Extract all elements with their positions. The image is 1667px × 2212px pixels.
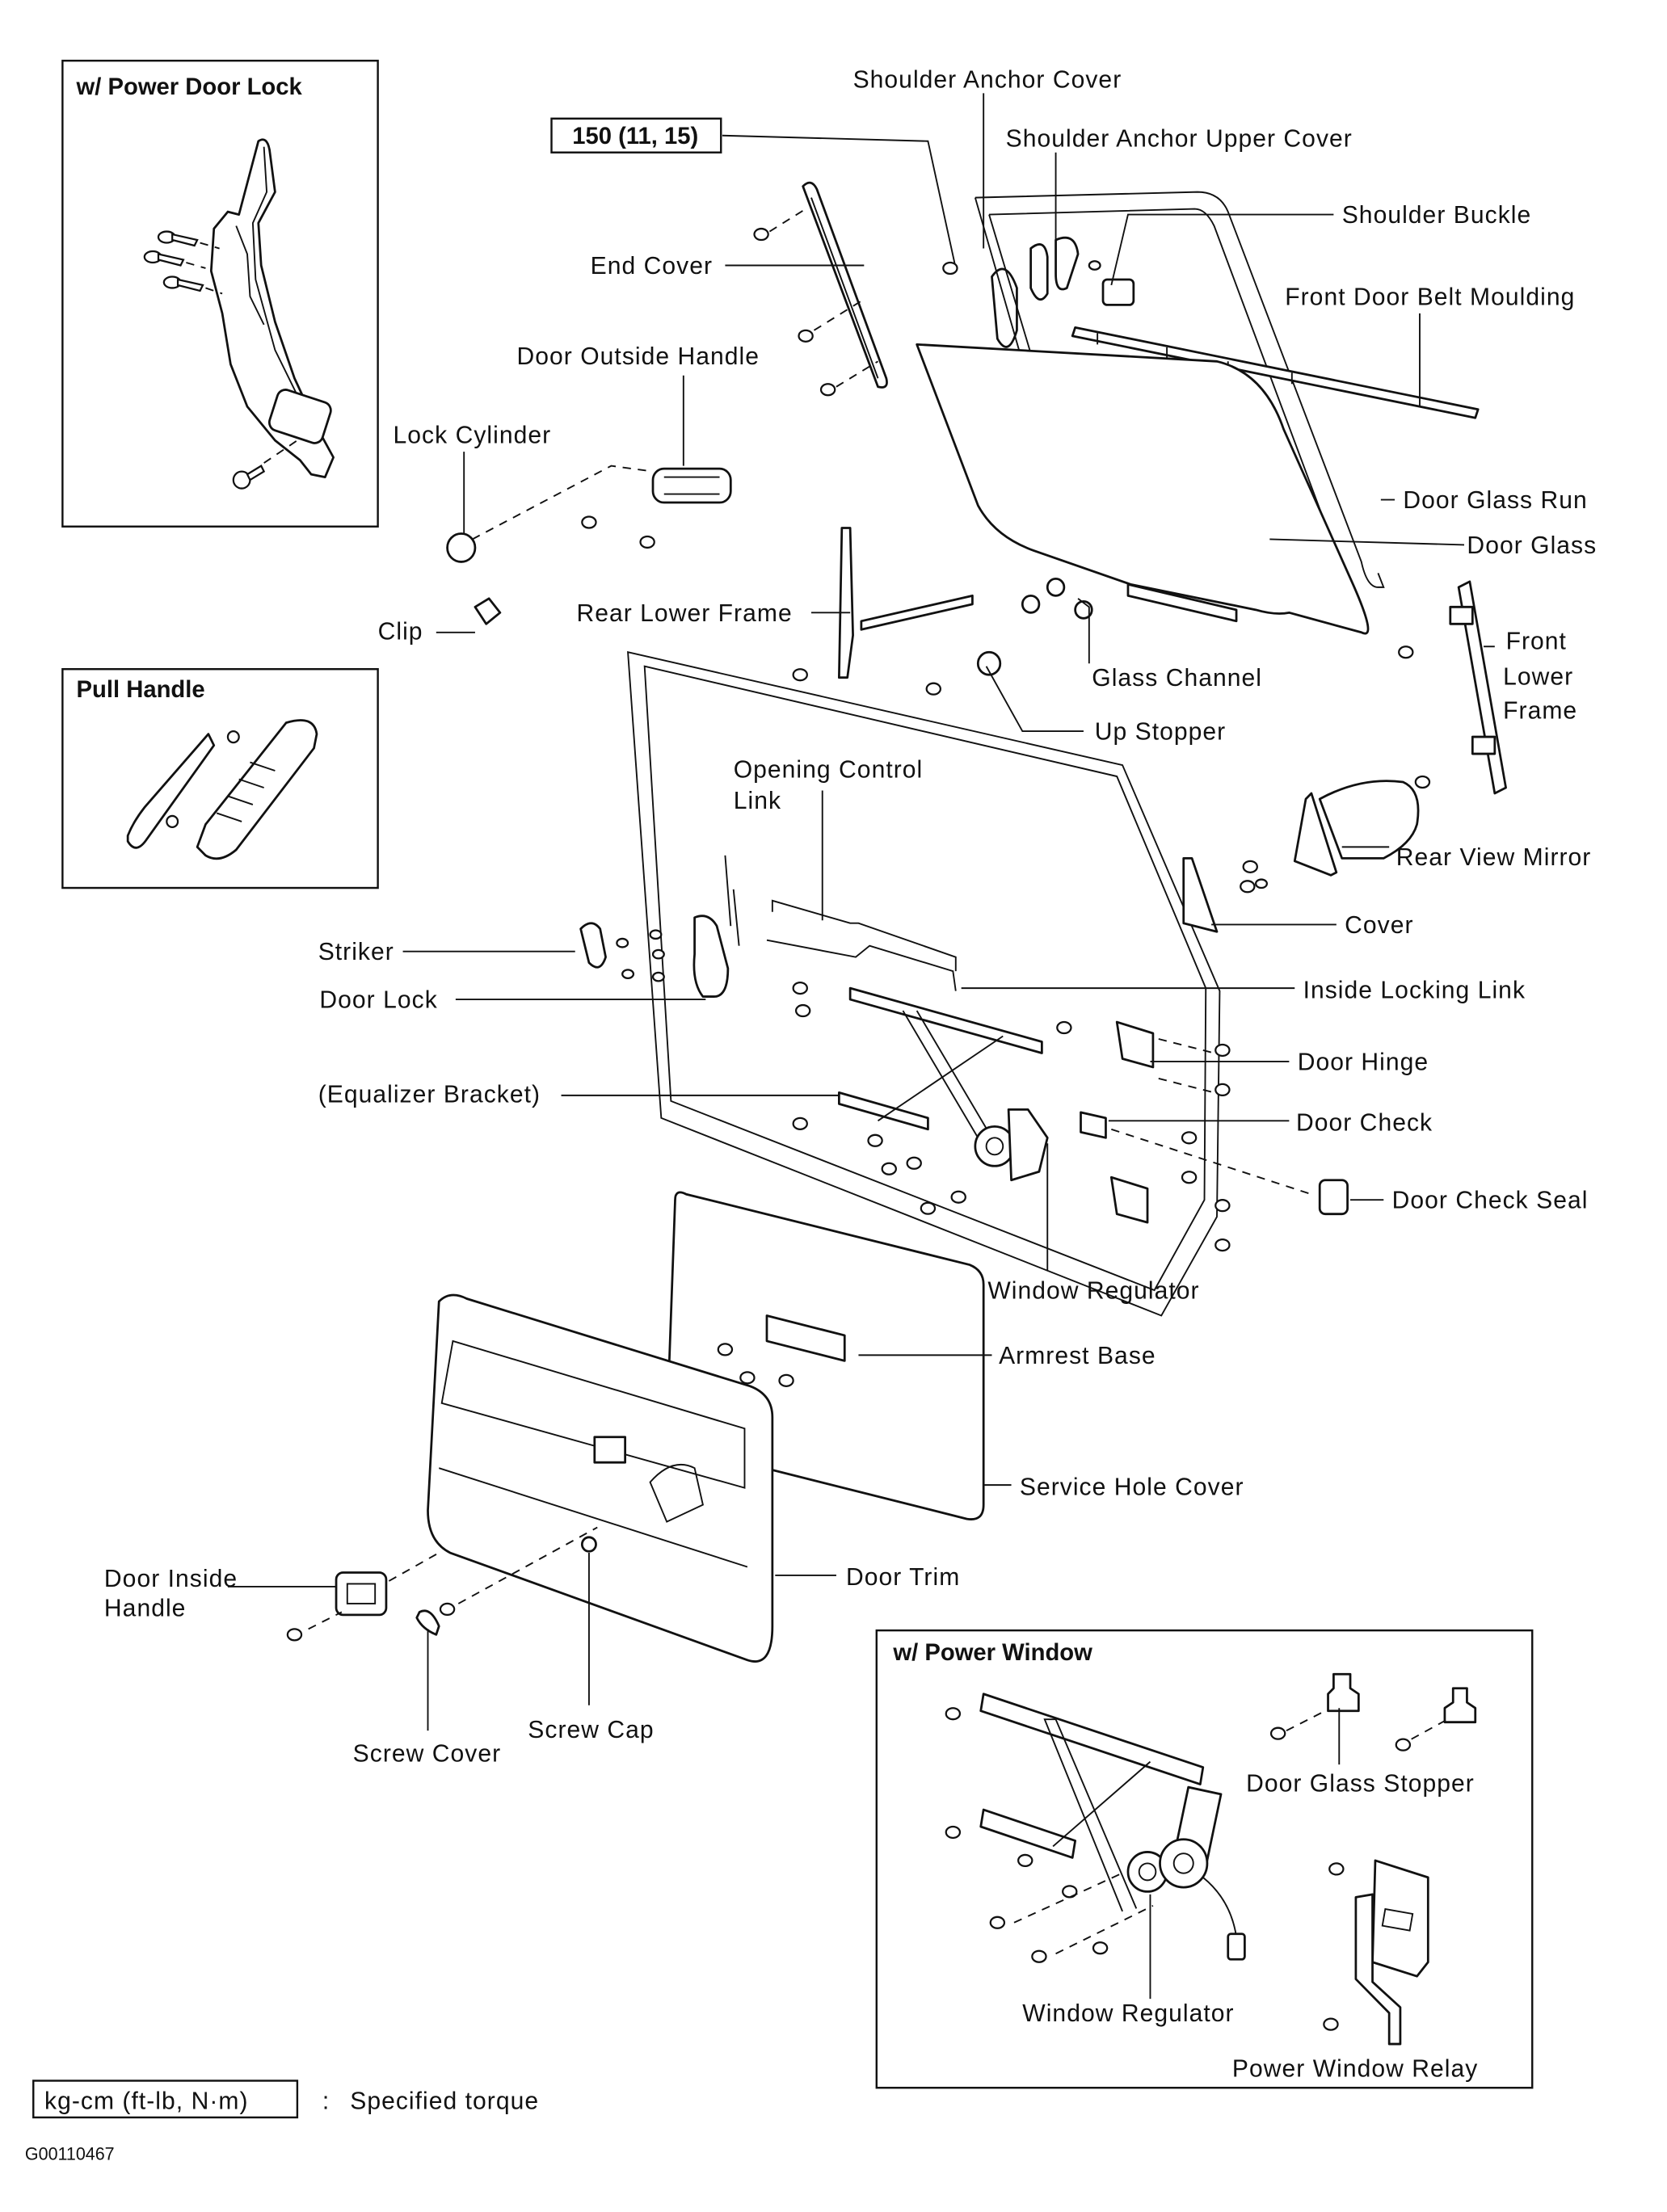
torque-spec-callout: 150 (11, 15) [550,117,957,269]
legend-units: kg-cm (ft-lb, N·m) [44,2088,249,2114]
label-service-hole-cover: Service Hole Cover [1020,1474,1244,1500]
striker [579,922,607,969]
label-screw-cap: Screw Cap [528,1717,654,1743]
rear-view-mirror [1182,780,1420,933]
glass-channel [1126,582,1238,623]
front-lower-frame [1398,580,1507,795]
power-door-lock-actuator [209,138,335,478]
label-rear-view-mirror: Rear View Mirror [1396,844,1592,871]
screw-cap [580,1536,597,1553]
door-check [1080,1111,1107,1139]
door-inside-handle [335,1571,388,1617]
part-labels: Shoulder Anchor Cover Shoulder Anchor Up… [104,66,1597,1768]
armrest-base [717,1314,846,1387]
up-stopper [976,650,1002,676]
label-glass-channel: Glass Channel [1092,665,1262,692]
pull-handle-bracket [196,719,318,860]
inset-frame [61,59,379,528]
legend-separator: : [322,2088,330,2114]
rear-lower-frame [792,527,974,682]
label-door-glass-run: Door Glass Run [1403,487,1587,514]
legend-text: Specified torque [350,2088,539,2114]
door-hinge-lower [1109,1175,1149,1224]
screw-cover [415,1609,440,1636]
shoulder-anchor-parts [942,236,1135,348]
glass-channel-group [925,577,1238,696]
label-clip: Clip [378,618,423,645]
door-check-seal [1318,1179,1349,1216]
inset-title: w/ Power Door Lock [76,74,303,100]
door-hinge-upper [1115,1020,1155,1069]
label-front-lower-frame-3: Frame [1503,697,1577,724]
legend-units-box [32,2080,299,2119]
label-door-glass-stopper: Door Glass Stopper [1246,1770,1475,1797]
label-door-trim: Door Trim [846,1564,960,1591]
window-regulator [792,981,1072,1215]
door-inside-handle-group [286,1526,598,1642]
inset-title: Pull Handle [77,676,205,703]
label-door-check-seal: Door Check Seal [1392,1187,1589,1213]
label-door-glass: Door Glass [1467,532,1597,559]
clip [474,597,502,625]
inset-frame [61,667,379,889]
label-power-window-relay: Power Window Relay [1232,2055,1478,2082]
label-cover: Cover [1345,912,1413,939]
label-door-outside-handle: Door Outside Handle [517,343,760,370]
label-rear-lower-frame: Rear Lower Frame [576,600,792,627]
label-armrest-base: Armrest Base [999,1343,1156,1369]
screw-set [143,230,298,490]
label-lock-cylinder: Lock Cylinder [394,422,552,448]
opening-control-link [771,899,957,972]
door-trim [427,1293,774,1663]
door-glass-stopper-parts [945,1672,1477,2031]
label-window-regulator-pw: Window Regulator [1022,2000,1234,2027]
door-glass [916,343,1370,635]
label-end-cover: End Cover [591,253,713,280]
label-window-regulator: Window Regulator [987,1277,1199,1304]
door-hinge-group [1080,1020,1349,1252]
door-lock [692,915,730,998]
torque-spec-box [550,117,722,153]
door-lock-group [579,855,957,998]
torque-spec-value: 150 (11, 15) [572,123,698,149]
label-inside-locking-link: Inside Locking Link [1303,977,1526,1003]
label-shoulder-buckle: Shoulder Buckle [1342,202,1532,229]
label-up-stopper: Up Stopper [1095,718,1226,745]
label-door-inside-handle-1: Door Inside [104,1566,238,1592]
label-equalizer-bracket: (Equalizer Bracket) [318,1081,541,1108]
power-window-relay [1354,1859,1429,2046]
pull-handle-cover [126,733,216,849]
label-striker: Striker [318,939,394,965]
door-frame-outline [627,651,1221,1317]
label-front-door-belt-moulding: Front Door Belt Moulding [1285,284,1575,310]
label-opening-control-link-1: Opening Control [734,757,924,784]
lock-cylinder [446,532,477,563]
equalizer-bracket [838,1091,929,1131]
label-door-hinge: Door Hinge [1298,1049,1429,1075]
front-door-belt-moulding [1071,326,1480,419]
inset-title: w/ Power Window [892,1639,1092,1666]
inset-pull-handle: Pull Handle [61,667,379,889]
inset-power-door-lock: w/ Power Door Lock [61,59,379,528]
label-front-lower-frame-2: Lower [1503,663,1573,690]
label-door-lock: Door Lock [319,986,437,1013]
power-window-regulator [979,1693,1246,1961]
mirror-cover [1182,856,1219,933]
label-door-check: Door Check [1296,1109,1433,1136]
inset-power-window: w/ Power Window Door Glass Stopper Windo… [875,1629,1534,2089]
label-door-inside-handle-2: Handle [104,1595,187,1621]
end-cover [753,181,888,397]
torque-legend: kg-cm (ft-lb, N·m) : Specified torque [32,2080,539,2119]
door-outside-handle-group [446,465,732,625]
inset-frame [875,1629,1534,2089]
inside-locking-link [766,939,957,991]
label-opening-control-link-2: Link [734,788,781,814]
label-screw-cover: Screw Cover [353,1740,502,1767]
label-shoulder-anchor-upper-cover: Shoulder Anchor Upper Cover [1006,126,1353,153]
figure-id: G00110467 [25,2143,115,2164]
leader-lines [227,93,1495,1731]
label-front-lower-frame-1: Front [1506,629,1567,655]
door-outside-handle [651,467,732,504]
label-shoulder-anchor-cover: Shoulder Anchor Cover [853,66,1122,93]
